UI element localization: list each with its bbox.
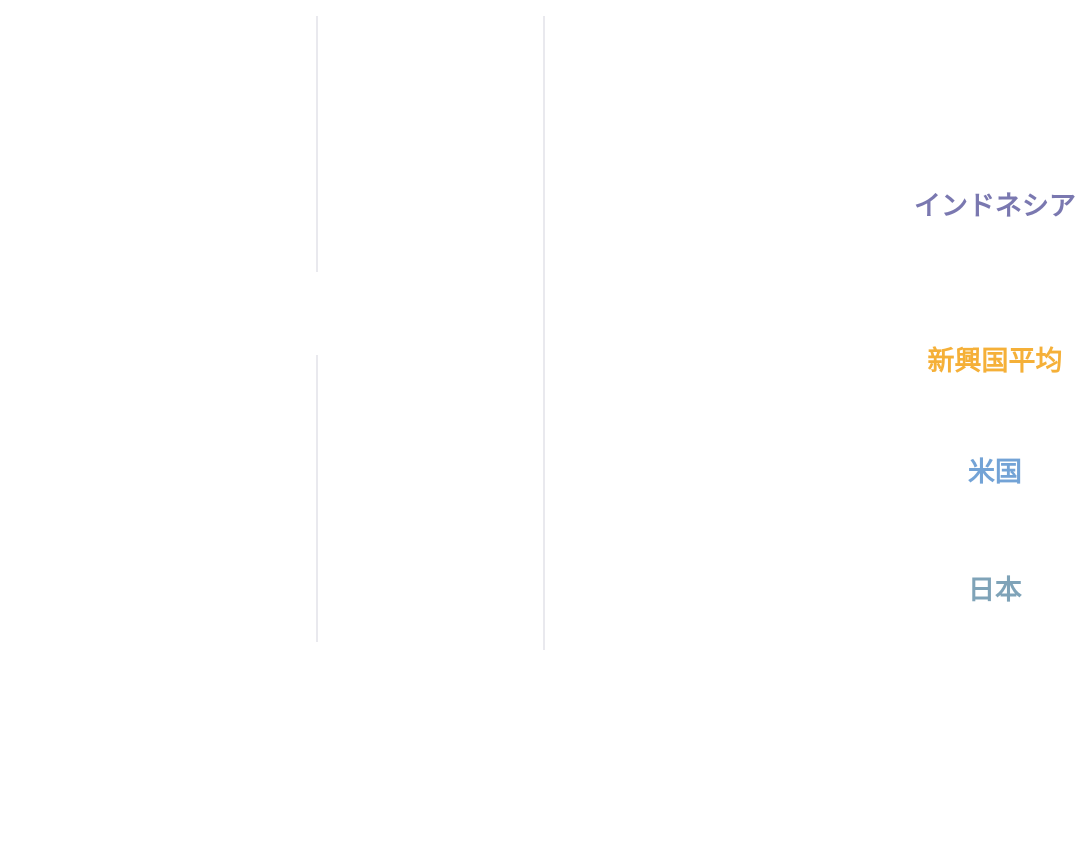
series-label-us: 米国	[968, 457, 1022, 488]
series-labels: インドネシア 新興国平均 米国 日本	[914, 191, 1076, 606]
series-label-emerging-average: 新興国平均	[928, 345, 1063, 377]
gridlines	[316, 16, 545, 650]
series-label-japan: 日本	[968, 575, 1022, 606]
series-label-indonesia: インドネシア	[914, 191, 1076, 222]
